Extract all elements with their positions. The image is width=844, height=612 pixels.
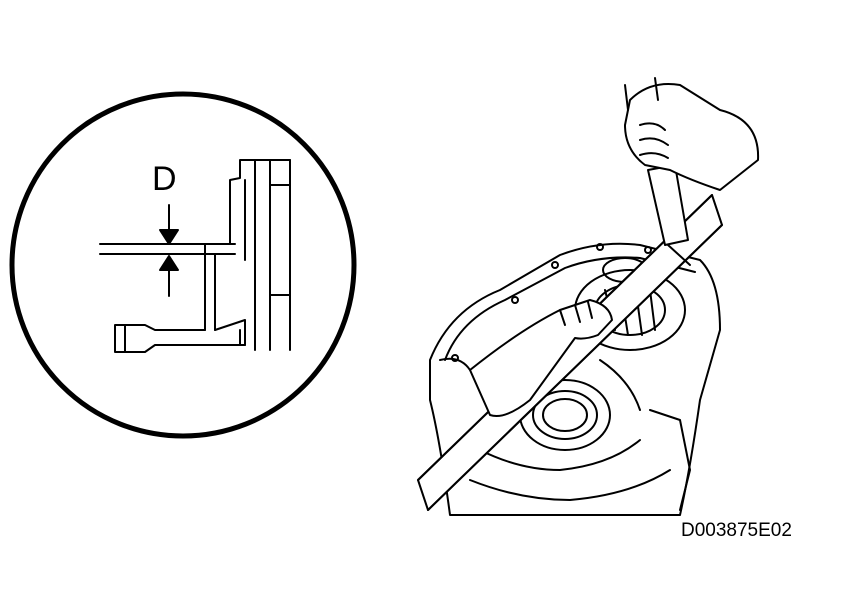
- arrow-down-head: [159, 229, 179, 245]
- dimension-label-d: D: [152, 160, 177, 198]
- detail-inset: [9, 91, 357, 439]
- part-cross-section: [114, 159, 291, 353]
- figure-code: D003875E02: [681, 520, 792, 541]
- straight-edge: [417, 194, 723, 511]
- holding-hand: [439, 299, 613, 417]
- depth-gauge: [624, 77, 760, 266]
- detail-circle: [9, 91, 357, 439]
- arrow-up-head: [159, 255, 179, 271]
